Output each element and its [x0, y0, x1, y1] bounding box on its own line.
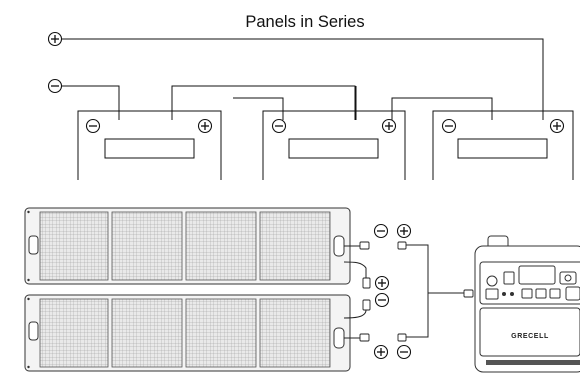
- panel-1-output-cables: [343, 241, 429, 293]
- series-link-wire-2b: [233, 97, 284, 120]
- panel-2-negative-icon: [271, 118, 287, 134]
- output-negative-terminal-icon: [47, 78, 63, 94]
- connector-2-positive-icon: [374, 275, 390, 291]
- schematic-panel-1: [77, 110, 222, 180]
- negative-output-wire: [62, 85, 120, 120]
- connector-4-negative-icon: [396, 344, 412, 360]
- power-station: GRECELL: [474, 235, 580, 373]
- series-link-wire-2: [391, 97, 493, 120]
- schematic-panel-3: [432, 110, 574, 180]
- panel-1-positive-icon: [197, 118, 213, 134]
- station-input-plug: [463, 289, 474, 298]
- series-link-wire-1: [171, 85, 356, 120]
- connector-3-negative-icon: [374, 292, 390, 308]
- panel-1-negative-icon: [85, 118, 101, 134]
- panel-3-negative-icon: [441, 118, 457, 134]
- solar-panel-2: [24, 294, 351, 372]
- diagram-title: Panels in Series: [245, 13, 364, 31]
- station-brand-label: GRECELL: [511, 333, 549, 340]
- output-positive-terminal-icon: [47, 31, 63, 47]
- panel-2-positive-icon: [381, 118, 397, 134]
- solar-panel-1: [24, 207, 351, 285]
- panel-2-output-cables: [343, 293, 429, 342]
- positive-output-wire: [62, 38, 544, 120]
- panel-3-positive-icon: [549, 118, 565, 134]
- connector-4-positive-icon: [373, 344, 389, 360]
- connector-1-negative-icon: [373, 223, 389, 239]
- connector-1-positive-icon: [396, 223, 412, 239]
- schematic-panel-2: [262, 110, 406, 180]
